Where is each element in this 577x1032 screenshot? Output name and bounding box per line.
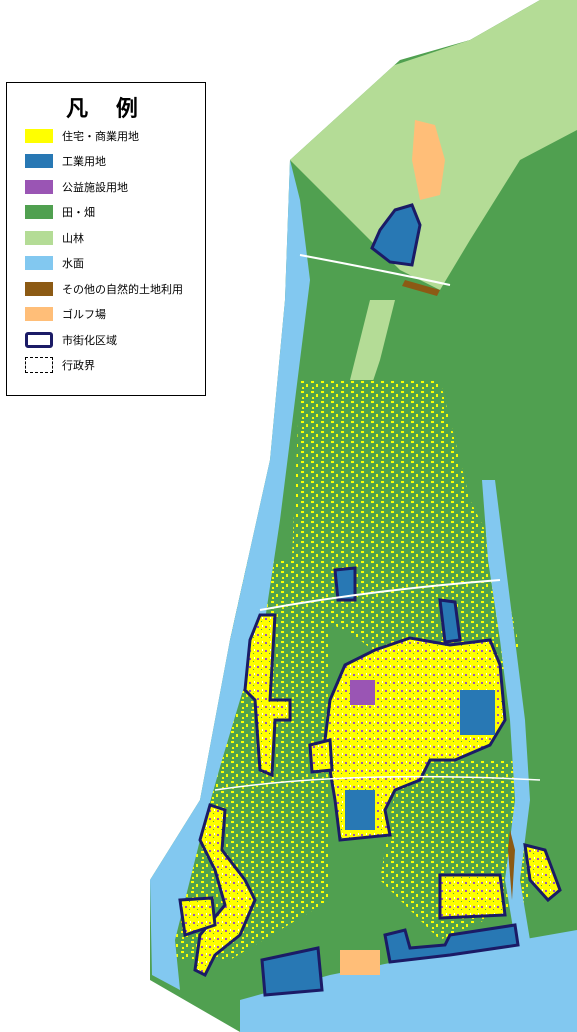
other-natural-swatch xyxy=(25,281,53,296)
farmland-swatch xyxy=(25,205,53,220)
forest-swatch xyxy=(25,230,53,245)
urbanization-area-mid-east xyxy=(438,598,462,644)
urbanization-area-southwest-2 xyxy=(178,896,217,937)
urbanization-area-mid xyxy=(333,566,357,602)
legend-label: 水面 xyxy=(62,257,84,271)
legend-label: 行政界 xyxy=(62,359,95,373)
public-block-center xyxy=(350,680,375,705)
legend-list: 住宅・商業用地 工業用地 公益施設用地 田・畑 山林 水面 xyxy=(25,123,183,378)
golf-course-coast xyxy=(340,950,380,975)
legend-item-industrial: 工業用地 xyxy=(25,149,183,175)
urbanization-area-west-center xyxy=(308,738,334,774)
residential-swatch xyxy=(25,128,53,143)
legend-label: 田・畑 xyxy=(62,206,95,220)
map-legend: 凡 例 住宅・商業用地 工業用地 公益施設用地 田・畑 山林 xyxy=(6,82,206,396)
road-middle xyxy=(259,579,501,611)
boundary-swatch xyxy=(25,357,53,374)
legend-item-golf: ゴルフ場 xyxy=(25,302,183,328)
legend-label: 市街化区域 xyxy=(62,333,117,347)
legend-item-farmland: 田・畑 xyxy=(25,200,183,226)
legend-item-urbanization-area: 市街化区域 xyxy=(25,327,183,353)
legend-label: 住宅・商業用地 xyxy=(62,129,139,143)
legend-item-boundary: 行政界 xyxy=(25,353,183,379)
urbanization-area-coast-east xyxy=(383,923,520,964)
industrial-swatch xyxy=(25,154,53,169)
industrial-block-center-2 xyxy=(345,790,375,830)
urbanization-area-swatch xyxy=(25,331,53,348)
legend-item-public: 公益施設用地 xyxy=(25,174,183,200)
golf-swatch xyxy=(25,307,53,322)
legend-item-residential: 住宅・商業用地 xyxy=(25,123,183,149)
legend-label: ゴルフ場 xyxy=(62,308,106,322)
legend-label: 公益施設用地 xyxy=(62,180,128,194)
other-natural-strip-2 xyxy=(508,830,515,900)
legend-item-water: 水面 xyxy=(25,251,183,277)
urbanization-area-southeast xyxy=(438,873,507,920)
south-coast xyxy=(240,930,577,1032)
public-swatch xyxy=(25,179,53,194)
urbanization-area-coast-west xyxy=(260,946,324,997)
legend-label: 山林 xyxy=(62,231,84,245)
urbanization-area-southwest xyxy=(193,803,257,978)
road-south xyxy=(214,775,541,791)
other-natural-strip xyxy=(402,280,440,296)
industrial-block-center xyxy=(460,690,495,735)
legend-title: 凡 例 xyxy=(66,97,148,122)
legend-label: 工業用地 xyxy=(62,155,106,169)
residential-mixed-center xyxy=(290,380,520,720)
west-river xyxy=(150,160,310,990)
legend-item-other-natural: その他の自然的土地利用 xyxy=(25,276,183,302)
water-swatch xyxy=(25,256,53,271)
urbanization-area-north xyxy=(370,203,422,267)
urbanization-area-east-edge xyxy=(523,843,562,903)
east-river xyxy=(482,480,545,995)
legend-item-forest: 山林 xyxy=(25,225,183,251)
urbanization-area-west xyxy=(243,613,292,778)
golf-course xyxy=(412,120,445,200)
legend-label: その他の自然的土地利用 xyxy=(62,282,183,296)
road-north xyxy=(299,254,451,286)
